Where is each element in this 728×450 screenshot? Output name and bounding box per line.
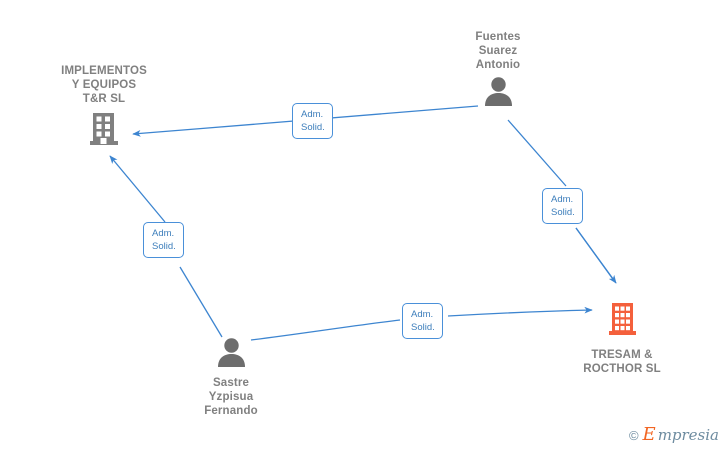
node-label-fuentes: Fuentes Suarez Antonio (475, 31, 521, 71)
edge-fuentes-to-tresam-head (575, 227, 617, 284)
edge-label-sastre-tresam[interactable]: Adm. Solid. (402, 303, 443, 339)
edge-label-sastre-implementos[interactable]: Adm. Solid. (143, 222, 184, 258)
edge-sastre-to-implementos-head (109, 155, 166, 223)
brand-initial: E (642, 424, 656, 445)
empresia-watermark: © E mpresia (629, 426, 719, 444)
edge-sastre-to-implementos (179, 266, 223, 338)
node-implementos-y-equipos[interactable]: IMPLEMENTOS Y EQUIPOS T&R SL (24, 64, 184, 153)
brand-name: mpresia (657, 425, 719, 444)
building-icon (87, 110, 121, 153)
person-icon (215, 337, 248, 372)
node-tresam-rocthor[interactable]: TRESAM & ROCTHOR SL (542, 301, 702, 376)
node-label-sastre: Sastre Yzpisua Fernando (204, 377, 258, 417)
copyright-icon: © (628, 427, 639, 443)
edge-label-fuentes-tresam[interactable]: Adm. Solid. (542, 188, 583, 224)
edge-label-fuentes-implementos[interactable]: Adm. Solid. (292, 103, 333, 139)
node-sastre-yzpisua-fernando[interactable]: Sastre Yzpisua Fernando (151, 337, 311, 418)
node-label-tresam: TRESAM & ROCTHOR SL (583, 349, 661, 375)
edge-sastre-to-tresam-head (447, 306, 593, 317)
node-label-implementos: IMPLEMENTOS Y EQUIPOS T&R SL (61, 65, 147, 105)
person-icon (482, 76, 515, 111)
node-fuentes-suarez-antonio[interactable]: Fuentes Suarez Antonio (418, 30, 578, 111)
building-icon (606, 301, 638, 344)
edge-sastre-to-tresam (250, 319, 401, 341)
